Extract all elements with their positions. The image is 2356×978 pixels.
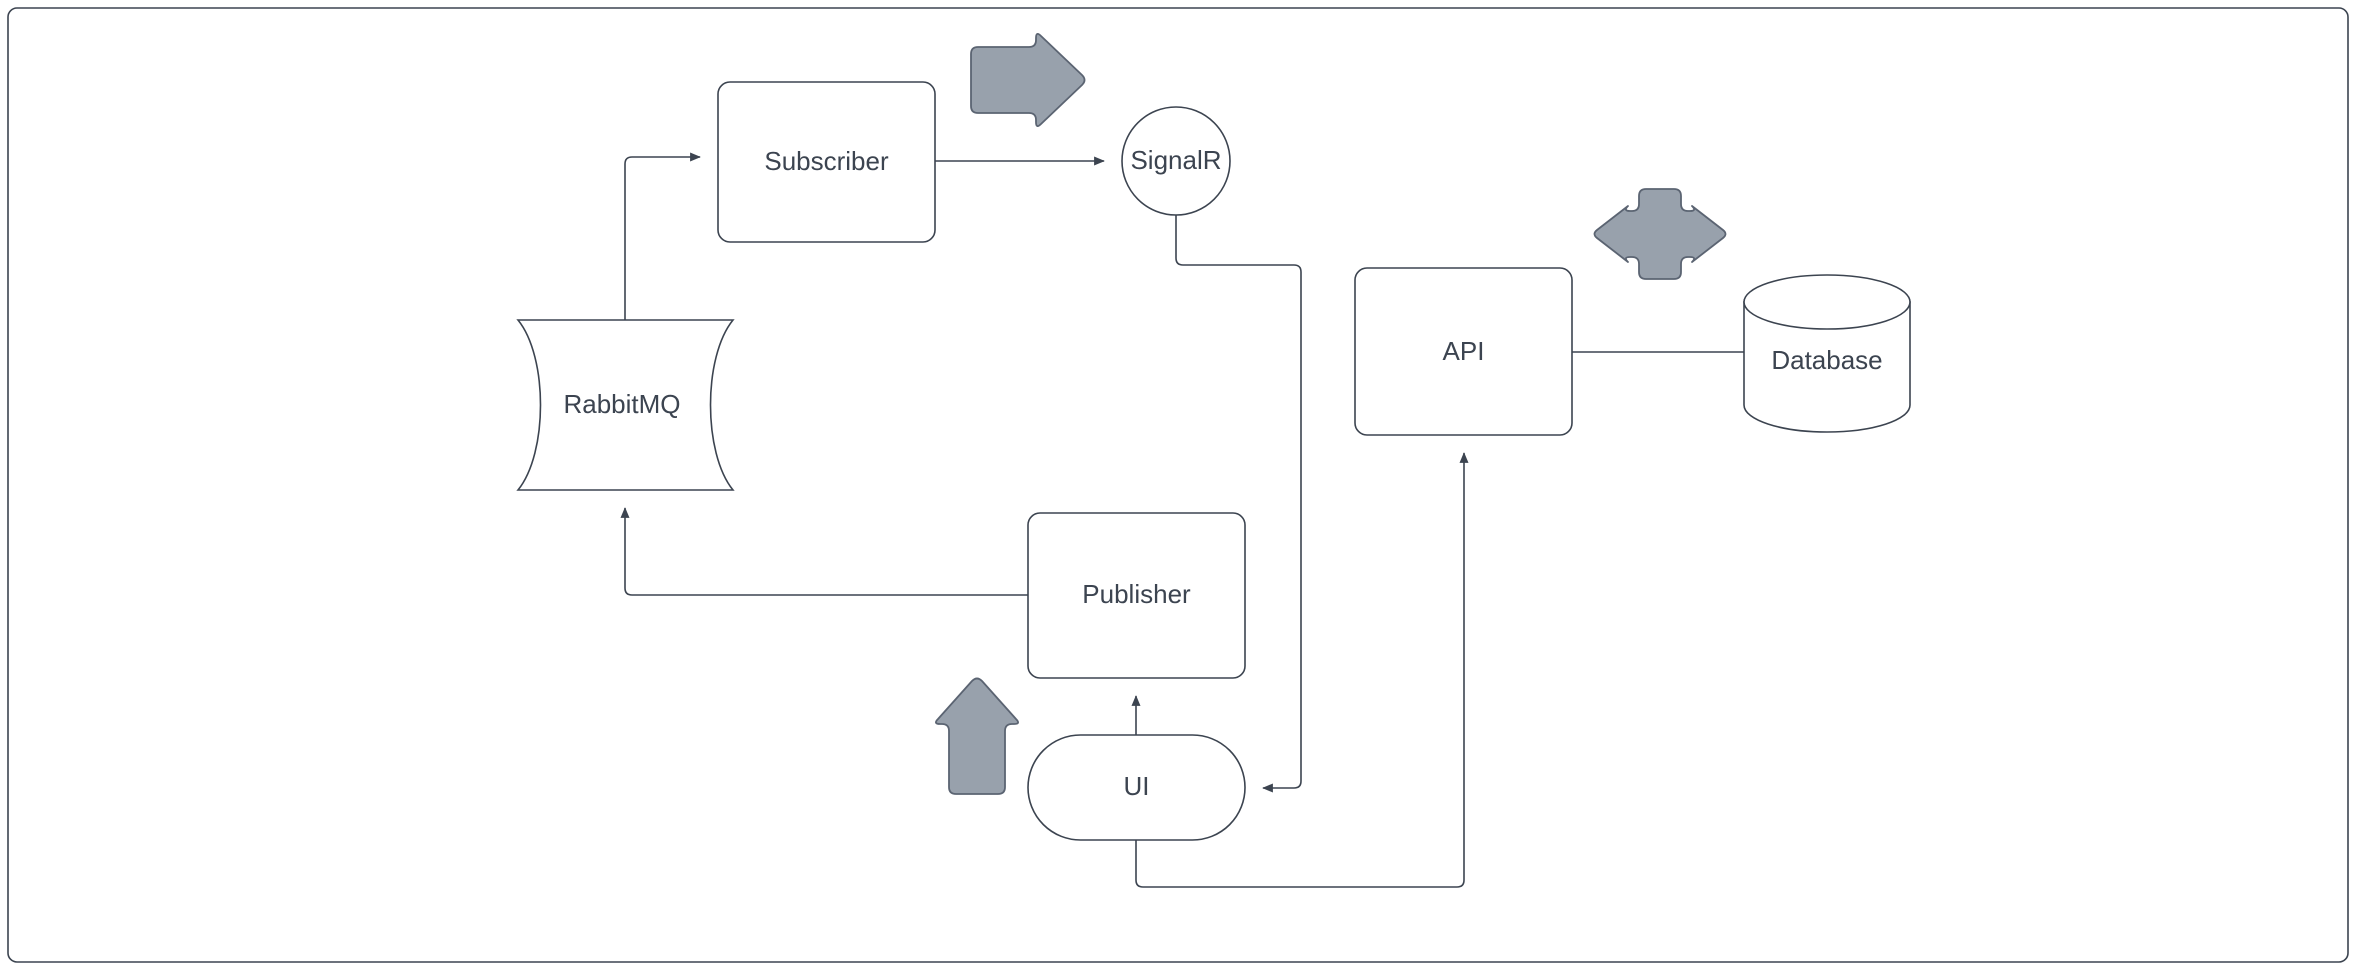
api-shape[interactable] — [1354, 267, 1573, 436]
edge-ui-to-api — [1135, 452, 1469, 888]
subscriber-shape[interactable] — [717, 81, 936, 243]
node-subscriber[interactable]: Subscriber — [717, 81, 936, 243]
block-arrow-right-icon — [970, 33, 1086, 127]
node-signalr[interactable]: SignalR — [1121, 106, 1231, 216]
rabbitmq-shape[interactable] — [516, 319, 735, 491]
canvas-border — [7, 7, 2349, 963]
edge-signalr-to-ui — [1175, 215, 1302, 793]
node-api[interactable]: API — [1354, 267, 1573, 436]
database-label: Database — [1771, 345, 1882, 375]
subscriber-label: Subscriber — [764, 146, 889, 176]
node-ui[interactable]: UI — [1027, 734, 1246, 841]
ui-label: UI — [1124, 771, 1150, 801]
edge-publisher-to-rabbitmq — [620, 507, 1028, 596]
signalr-shape[interactable] — [1121, 106, 1231, 216]
node-rabbitmq[interactable]: RabbitMQ — [516, 319, 735, 491]
block-arrow-bidirectional-icon — [1593, 188, 1727, 280]
ui-shape[interactable] — [1027, 734, 1246, 841]
publisher-shape[interactable] — [1027, 512, 1246, 679]
publisher-label: Publisher — [1082, 579, 1191, 609]
edge-rabbitmq-to-subscriber — [624, 152, 701, 320]
node-database[interactable]: Database — [1743, 274, 1911, 433]
rabbitmq-label: RabbitMQ — [563, 389, 680, 419]
block-arrow-up-icon — [935, 677, 1019, 795]
node-publisher[interactable]: Publisher — [1027, 512, 1246, 679]
signalr-label: SignalR — [1130, 145, 1221, 175]
database-body[interactable] — [1743, 301, 1911, 433]
database-top-ellipse — [1743, 274, 1911, 330]
api-label: API — [1443, 336, 1485, 366]
